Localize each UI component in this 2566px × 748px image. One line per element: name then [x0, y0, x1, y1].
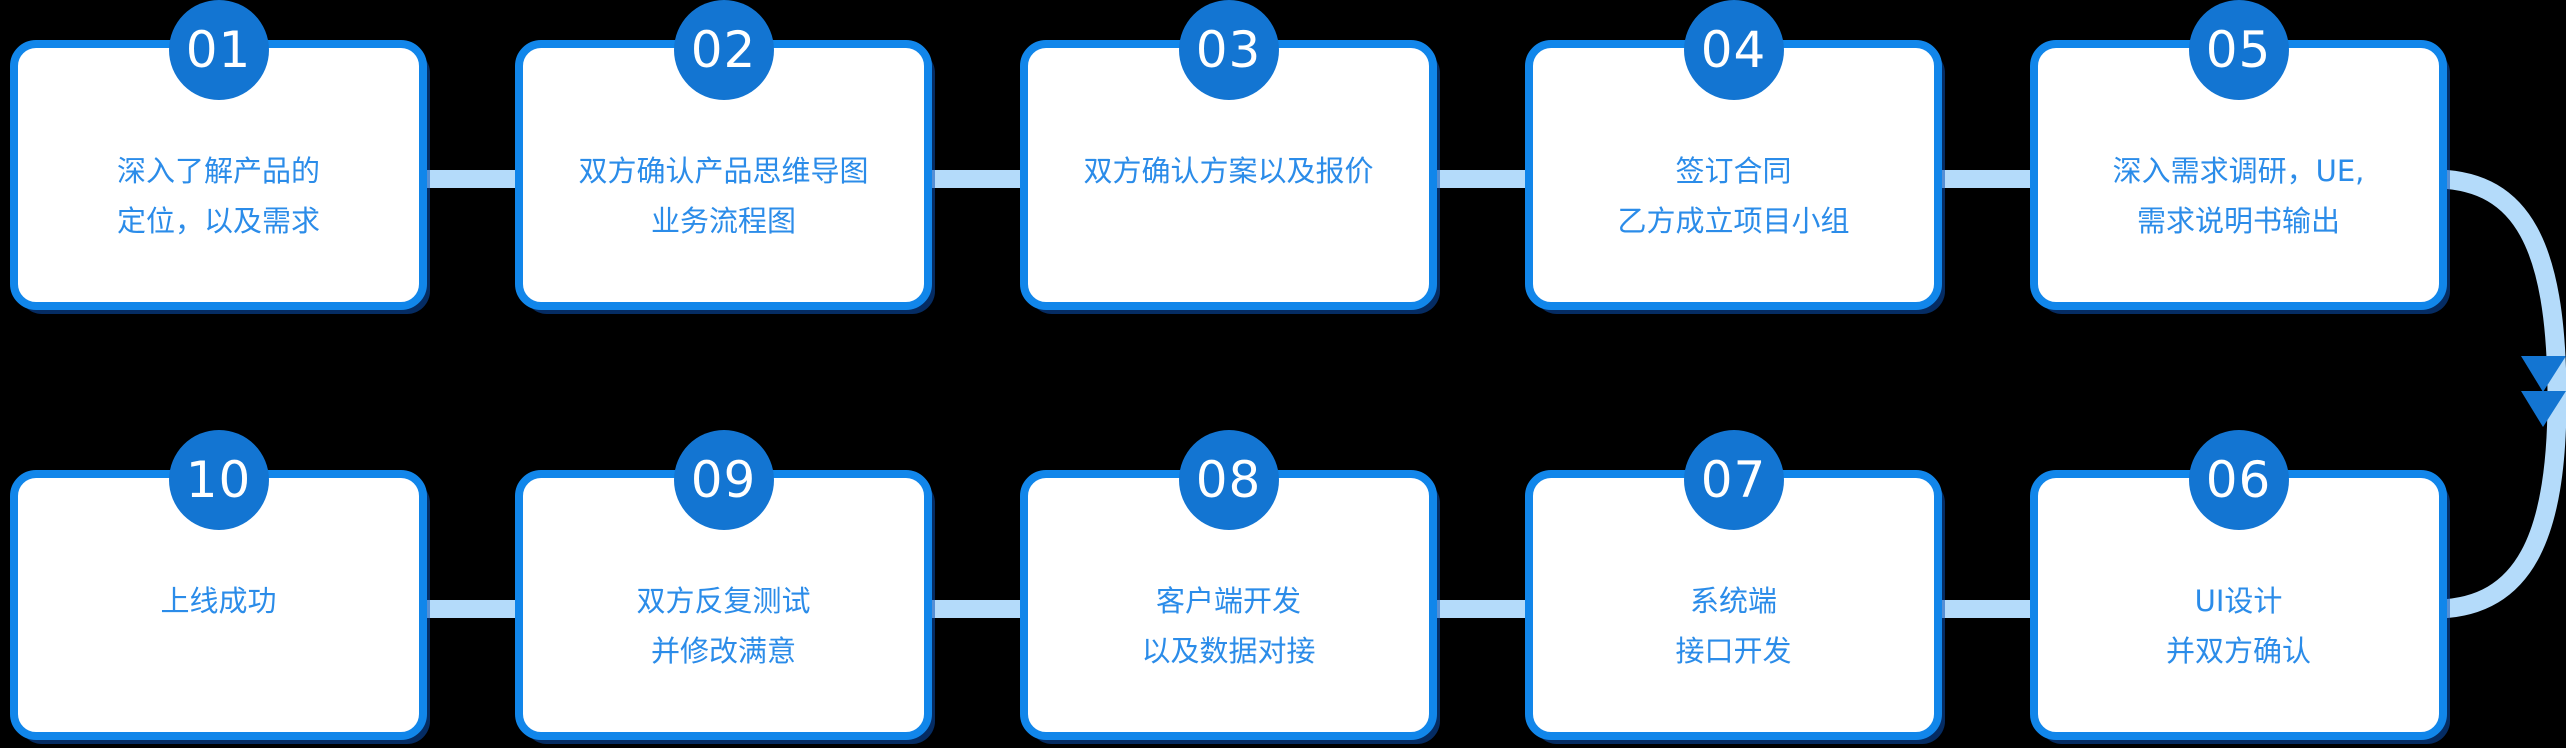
step-number-badge: 04	[1683, 0, 1784, 100]
step-number-badge: 07	[1683, 430, 1784, 530]
step-text-line1: 双方确认方案以及报价	[1083, 154, 1374, 188]
connector-bar	[1431, 600, 1531, 618]
step-description: 双方确认产品思维导图 业务流程图	[529, 146, 918, 246]
step-number: 03	[1195, 21, 1262, 79]
step-text-line2: 以及数据对接	[1141, 634, 1316, 668]
step-text-line1: 系统端	[1689, 584, 1777, 618]
step-card-02: 02 双方确认产品思维导图 业务流程图	[515, 0, 932, 310]
step-text-line1: 签订合同	[1675, 154, 1792, 188]
step-card-01: 01 深入了解产品的 定位，以及需求	[10, 0, 427, 310]
step-number-badge: 05	[2188, 0, 2289, 100]
connector-bar	[926, 600, 1026, 618]
step-text-line1: 客户端开发	[1155, 584, 1301, 618]
step-number-badge: 02	[673, 0, 774, 100]
step-description: 签订合同 乙方成立项目小组	[1539, 146, 1928, 246]
curve-arrowhead-icon	[2521, 391, 2566, 427]
step-card-08: 08 客户端开发 以及数据对接	[1020, 430, 1437, 740]
step-number: 07	[1700, 451, 1767, 509]
step-text-line2: 定位，以及需求	[116, 204, 320, 238]
step-number-badge: 01	[168, 0, 269, 100]
step-text-line2: 并修改满意	[650, 634, 796, 668]
step-description: 深入了解产品的 定位，以及需求	[24, 146, 413, 246]
step-description: 上线成功	[24, 576, 413, 676]
step-text-line1: 双方反复测试	[636, 584, 811, 618]
step-card-06: 06 UI设计 并双方确认	[2030, 430, 2447, 740]
step-text-line2	[24, 626, 413, 676]
step-card-10: 10 上线成功	[10, 430, 427, 740]
step-card-07: 07 系统端 接口开发	[1525, 430, 1942, 740]
step-number: 09	[690, 451, 757, 509]
step-description: 双方确认方案以及报价	[1034, 146, 1423, 246]
connector-bar	[926, 170, 1026, 188]
connector-bar	[421, 170, 521, 188]
step-number: 01	[185, 21, 252, 79]
step-text-line2	[1034, 196, 1423, 246]
step-number: 10	[185, 451, 252, 509]
step-card-04: 04 签订合同 乙方成立项目小组	[1525, 0, 1942, 310]
step-description: 系统端 接口开发	[1539, 576, 1928, 676]
curve-arrowhead-icon	[2521, 356, 2566, 392]
step-card-05: 05 深入需求调研，UE, 需求说明书输出	[2030, 0, 2447, 310]
connector-bar	[1936, 170, 2036, 188]
step-number: 05	[2205, 21, 2272, 79]
step-text-line1: 深入了解产品的	[116, 154, 320, 188]
step-text-line1: 深入需求调研，UE,	[2112, 154, 2365, 188]
connector-bar	[421, 600, 521, 618]
connector-bar	[1936, 600, 2036, 618]
step-number-badge: 08	[1178, 430, 1279, 530]
step-text-line1: 上线成功	[160, 584, 277, 618]
step-text-line2: 需求说明书输出	[2136, 204, 2340, 238]
step-number: 08	[1195, 451, 1262, 509]
step-number-badge: 06	[2188, 430, 2289, 530]
step-description: 双方反复测试 并修改满意	[529, 576, 918, 676]
step-card-09: 09 双方反复测试 并修改满意	[515, 430, 932, 740]
step-text-line1: UI设计	[2194, 584, 2283, 618]
step-number-badge: 03	[1178, 0, 1279, 100]
step-text-line1: 双方确认产品思维导图	[578, 154, 869, 188]
step-description: 客户端开发 以及数据对接	[1034, 576, 1423, 676]
step-card-03: 03 双方确认方案以及报价	[1020, 0, 1437, 310]
step-text-line2: 业务流程图	[650, 204, 796, 238]
step-text-line2: 接口开发	[1675, 634, 1792, 668]
step-number: 04	[1700, 21, 1767, 79]
step-number: 02	[690, 21, 757, 79]
step-description: UI设计 并双方确认	[2044, 576, 2433, 676]
connector-bar	[1431, 170, 1531, 188]
step-text-line2: 并双方确认	[2165, 634, 2311, 668]
step-number-badge: 10	[168, 430, 269, 530]
step-description: 深入需求调研，UE, 需求说明书输出	[2044, 146, 2433, 246]
step-number: 06	[2205, 451, 2272, 509]
step-number-badge: 09	[673, 430, 774, 530]
step-text-line2: 乙方成立项目小组	[1617, 204, 1850, 238]
